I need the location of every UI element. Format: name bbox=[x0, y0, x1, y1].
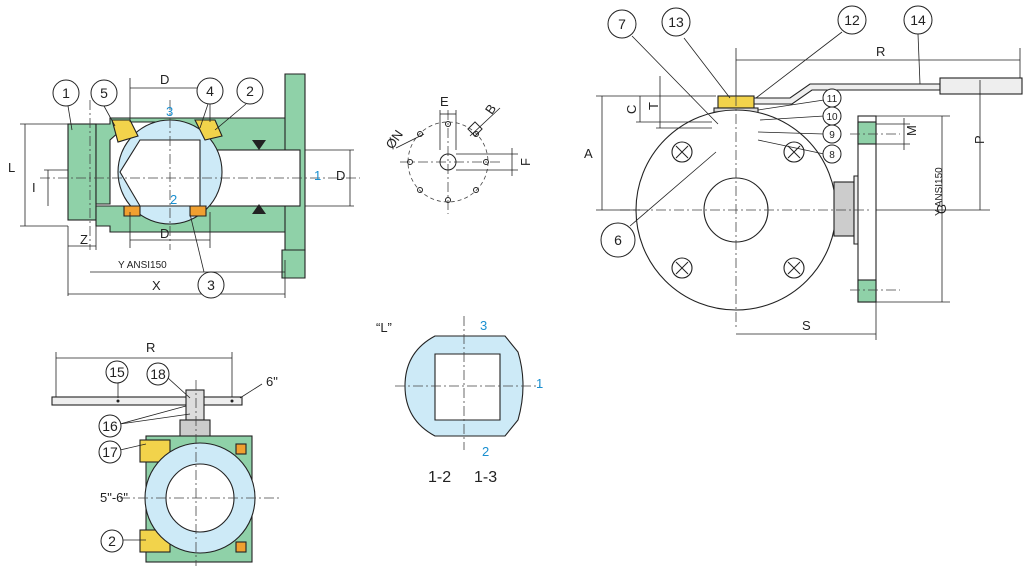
l-port-detail: “L” 3 1 2 1-2 1-3 bbox=[376, 316, 543, 486]
l-port-3: 3 bbox=[480, 318, 487, 333]
l-port-1: 1 bbox=[536, 376, 543, 391]
svg-text:1: 1 bbox=[62, 85, 70, 101]
svg-text:9: 9 bbox=[829, 130, 835, 141]
svg-text:13: 13 bbox=[668, 14, 684, 30]
dim-F: F bbox=[518, 158, 533, 166]
port-1-label: 1 bbox=[314, 168, 321, 183]
port-2-label: 2 bbox=[170, 192, 177, 207]
dim-R-top: R bbox=[146, 340, 155, 355]
l-port-caption-a: 1-2 bbox=[428, 469, 451, 486]
stem-gland bbox=[179, 419, 211, 439]
callout-16: 16 bbox=[98, 405, 191, 438]
side-boss bbox=[833, 181, 855, 237]
dim-6in: 6" bbox=[266, 374, 278, 389]
front-view: R A C T bbox=[584, 5, 1023, 340]
seat-top-left bbox=[111, 119, 139, 143]
callout-17: 17 bbox=[98, 440, 147, 464]
dim-G: G bbox=[934, 204, 949, 214]
svg-text:7: 7 bbox=[618, 16, 626, 32]
dim-Z: Z bbox=[80, 232, 88, 247]
callout-18: 18 bbox=[146, 362, 191, 399]
dim-X: X bbox=[152, 278, 161, 293]
dim-I: I bbox=[32, 180, 36, 195]
callout-15: 15 bbox=[105, 360, 129, 398]
dim-C: C bbox=[624, 105, 639, 114]
svg-text:14: 14 bbox=[910, 12, 926, 28]
callout-11: 11 bbox=[757, 88, 842, 111]
svg-text:4: 4 bbox=[206, 83, 214, 99]
dim-L: L bbox=[8, 160, 15, 175]
svg-text:10: 10 bbox=[826, 112, 838, 123]
svg-text:12: 12 bbox=[844, 12, 860, 28]
l-port-2: 2 bbox=[482, 444, 489, 459]
callout-6: 6 bbox=[600, 151, 717, 258]
callout-13: 13 bbox=[661, 7, 731, 99]
dim-Y-ansi: Y ANSI150 bbox=[118, 260, 167, 271]
dim-P: P bbox=[972, 135, 987, 144]
handle-bar bbox=[51, 396, 243, 406]
flange-boss bbox=[281, 249, 306, 279]
dim-B: B bbox=[482, 101, 499, 117]
seat-bottom-left bbox=[123, 205, 141, 217]
dim-D-right: D bbox=[336, 168, 345, 183]
weld-top bbox=[252, 140, 266, 150]
dim-T: T bbox=[646, 102, 661, 110]
svg-text:11: 11 bbox=[827, 94, 838, 105]
top-view: R 6" 5"-6" 15 18 bbox=[51, 340, 280, 566]
seat-bottom-right bbox=[189, 205, 207, 217]
callout-9: 9 bbox=[757, 124, 842, 144]
dim-5-6in: 5"-6" bbox=[100, 490, 128, 505]
svg-text:16: 16 bbox=[102, 418, 118, 434]
handle-grip bbox=[939, 77, 1023, 95]
dim-S: S bbox=[802, 318, 811, 333]
dim-D-bottom: D bbox=[160, 226, 169, 241]
callout-12: 12 bbox=[755, 5, 867, 99]
l-port-passage bbox=[434, 353, 501, 421]
callout-8: 8 bbox=[757, 139, 842, 164]
ball-port bbox=[119, 139, 201, 207]
dim-R-front: R bbox=[876, 44, 885, 59]
dim-D-top: D bbox=[160, 72, 169, 87]
callout-2: 2 bbox=[214, 77, 264, 131]
callout-3: 3 bbox=[189, 213, 225, 299]
svg-text:8: 8 bbox=[829, 150, 835, 161]
svg-text:18: 18 bbox=[150, 366, 166, 382]
callout-14: 14 bbox=[903, 5, 933, 85]
svg-text:6: 6 bbox=[614, 232, 622, 248]
svg-text:2: 2 bbox=[246, 83, 254, 99]
svg-text:15: 15 bbox=[109, 364, 125, 380]
callout-2-bottom: 2 bbox=[100, 529, 146, 553]
stem bbox=[185, 389, 205, 421]
dim-N: ØN bbox=[382, 127, 405, 152]
weld-bottom bbox=[252, 204, 266, 214]
seat-retainer-top bbox=[139, 439, 171, 463]
port-3-label: 3 bbox=[166, 104, 173, 119]
dim-A: A bbox=[584, 146, 593, 161]
callout-7: 7 bbox=[607, 9, 719, 125]
svg-text:3: 3 bbox=[207, 277, 215, 293]
dim-Y-ansi-v: Y ANSI150 bbox=[934, 167, 945, 216]
svg-text:5: 5 bbox=[100, 85, 108, 101]
dim-M: M bbox=[904, 125, 919, 136]
l-port-title: “L” bbox=[376, 320, 392, 335]
section-view: L I D D D Z Y ANSI150 X 3 2 1 1 bbox=[8, 72, 360, 299]
seat-top-right bbox=[194, 119, 223, 141]
callout-4: 4 bbox=[196, 77, 224, 129]
svg-text:17: 17 bbox=[102, 444, 118, 460]
l-port-caption-b: 1-3 bbox=[474, 469, 497, 486]
dim-E: E bbox=[440, 94, 449, 109]
callout-1: 1 bbox=[52, 79, 80, 131]
flange-bolt-pattern: E B ØN F bbox=[382, 94, 533, 214]
end-cap bbox=[67, 123, 97, 221]
callout-5: 5 bbox=[90, 79, 118, 127]
svg-text:2: 2 bbox=[108, 533, 116, 549]
